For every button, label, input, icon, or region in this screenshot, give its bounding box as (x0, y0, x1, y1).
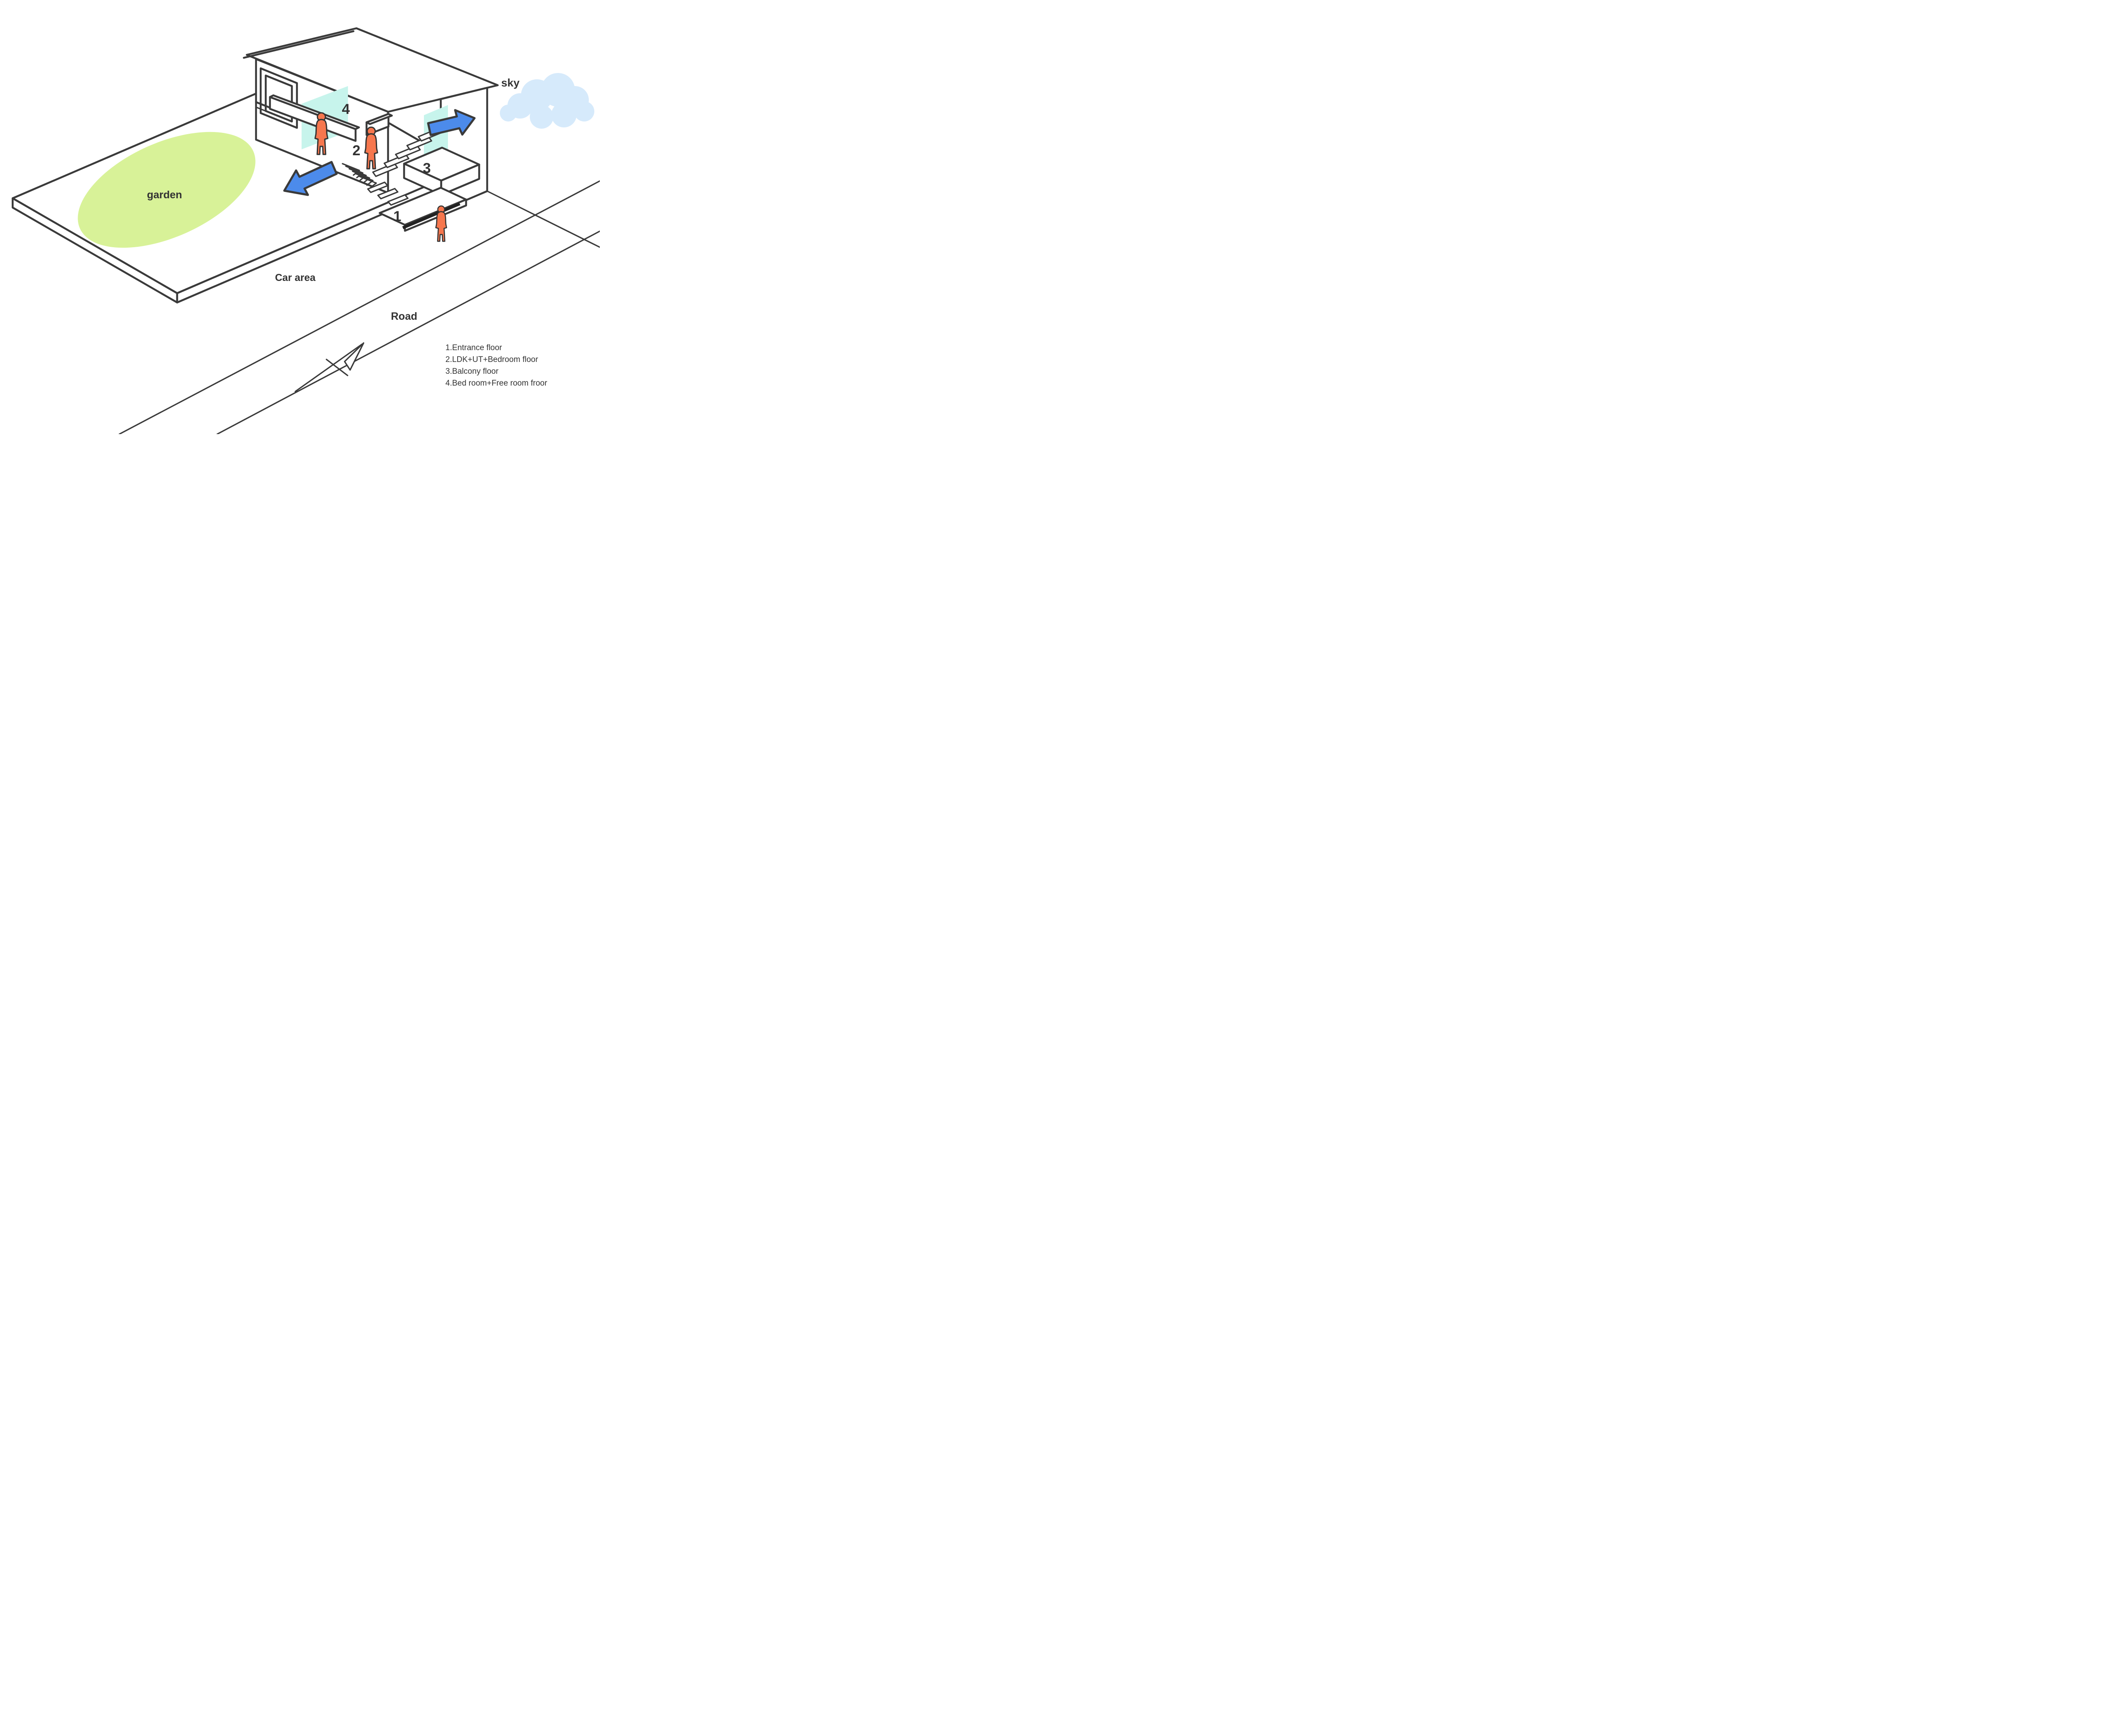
floor3-number: 3 (423, 160, 431, 176)
sky-label: sky (501, 76, 520, 89)
entrance-door-line (402, 202, 461, 229)
stair-zigzag (359, 175, 377, 189)
road-edge-near (216, 230, 600, 434)
floor1-number: 1 (394, 208, 402, 224)
legend: 1.Entrance floor 2.LDK+UT+Bedroom floor … (445, 343, 547, 388)
plot-right-ground-edge (486, 190, 600, 248)
stair-zigzag (352, 170, 370, 184)
legend-item-2: 2.LDK+UT+Bedroom floor (445, 355, 538, 364)
stair-zigzag (348, 168, 367, 181)
floor4-parapet (269, 94, 393, 142)
floor4-slab-thickness (255, 106, 276, 116)
flow-arrows (283, 109, 476, 196)
legend-item-3: 3.Balcony floor (445, 367, 499, 376)
road (119, 180, 600, 434)
garden-label: garden (147, 189, 182, 201)
axonometric-diagram: garden Car area Road sky 4 2 3 1 1.Entra… (11, 27, 600, 434)
stair-zigzag (355, 173, 374, 186)
arrow-in-right (427, 109, 476, 136)
stair-tread (367, 181, 388, 193)
road-edge-far (119, 180, 600, 434)
road-arrow-shaft (294, 343, 363, 392)
legend-item-4: 4.Bed room+Free room froor (445, 379, 547, 388)
arrow-out-left (283, 161, 338, 196)
floor4-parapet-front-top (269, 94, 360, 130)
stair-tread (387, 194, 409, 206)
road-direction-arrow (294, 342, 364, 392)
cloud-puff (530, 105, 553, 129)
entrance-platform (378, 186, 467, 232)
road-arrow-head (344, 342, 364, 371)
floor2-number: 2 (353, 143, 361, 159)
garden-ellipse (78, 132, 256, 248)
road-label: Road (391, 310, 418, 322)
cloud-puff (574, 101, 594, 121)
floor4-number: 4 (342, 101, 350, 117)
stair-tread (377, 188, 399, 200)
switchback-stairs (342, 163, 377, 189)
cloud-puff (551, 102, 577, 127)
cloud-icon (500, 73, 594, 129)
road-arrow-tick (326, 359, 348, 376)
roof-high-eave-line (243, 30, 355, 59)
floor4-parapet-right-top (365, 113, 393, 125)
car-area-label: Car area (275, 272, 316, 283)
diagram-stage: garden Car area Road sky 4 2 3 1 1.Entra… (0, 0, 600, 434)
legend-item-1: 1.Entrance floor (445, 343, 502, 352)
